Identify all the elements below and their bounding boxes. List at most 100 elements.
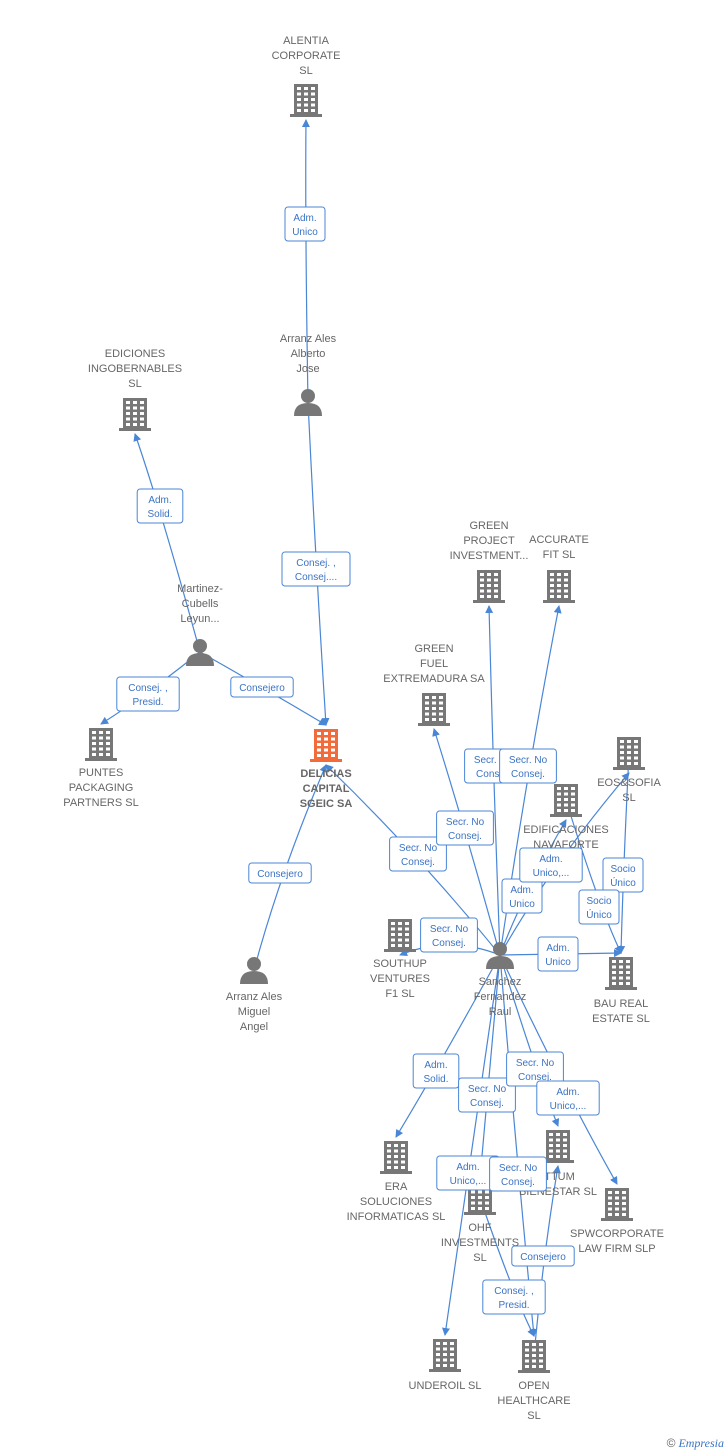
edge-label-box[interactable] [284, 206, 326, 242]
node-label: FUEL [420, 658, 448, 670]
node-label: PACKAGING [69, 782, 134, 794]
edge-label[interactable]: Consej. ,Presid. [116, 676, 180, 712]
edge-label-text: Consej.... [295, 572, 337, 583]
edge-label-text: Unico,... [533, 868, 570, 879]
edge-label-box[interactable] [436, 810, 494, 846]
edge-label[interactable]: Secr. No Consej. [489, 1156, 547, 1192]
node-green_project[interactable]: GREENPROJECTINVESTMENT... [450, 520, 529, 603]
edge-label-text: Adm. [293, 213, 316, 224]
edge-label-box[interactable] [420, 917, 478, 953]
node-label: DELICIAS [300, 768, 351, 780]
edge-label[interactable]: Adm.Solid. [136, 488, 184, 524]
edge-label-text: Adm. [556, 1087, 579, 1098]
node-label: SL [622, 792, 635, 804]
edge-label-text: Consej. , [494, 1286, 533, 1297]
edge-label-box[interactable] [506, 1051, 564, 1087]
copyright-symbol: © [666, 1436, 676, 1450]
edge-label-box[interactable] [499, 748, 557, 784]
node-label: ALENTIA [283, 35, 330, 47]
node-label: PUNTES [79, 767, 124, 779]
edge-label-box[interactable] [389, 836, 447, 872]
edge-label[interactable]: Adm.Unico,... [436, 1155, 500, 1191]
edge-label[interactable]: Consej. ,Consej.... [281, 551, 351, 587]
edge-label[interactable]: Consejero [248, 862, 312, 884]
edge-label-text: Consej. [511, 769, 545, 780]
node-underoil[interactable]: UNDEROIL SL [409, 1339, 482, 1392]
person-icon [186, 639, 214, 666]
edge-label-box[interactable] [489, 1156, 547, 1192]
edge-label-text: Solid. [147, 509, 172, 520]
node-label: VENTURES [370, 973, 430, 985]
person-icon [294, 389, 322, 416]
edge-label[interactable]: Adm.Solid. [412, 1053, 460, 1089]
edge-label[interactable]: Adm.Unico [284, 206, 326, 242]
node-label: Leyun... [180, 613, 219, 625]
node-label: Fernandez [474, 991, 527, 1003]
edge-label[interactable]: Consej. ,Presid. [482, 1279, 546, 1315]
edge-label[interactable]: Consejero [511, 1245, 575, 1267]
node-label: EXTREMADURA SA [383, 673, 485, 685]
node-label: ACCURATE [529, 534, 589, 546]
building-icon [380, 1141, 412, 1174]
node-label: INVESTMENT... [450, 550, 529, 562]
edge-label-box[interactable] [412, 1053, 460, 1089]
edge-label-box[interactable] [116, 676, 180, 712]
edge-label-box[interactable] [536, 1080, 600, 1116]
edge-label-box[interactable] [519, 847, 583, 883]
edge-label[interactable]: Adm.Unico [501, 878, 543, 914]
edge-label-box[interactable] [482, 1279, 546, 1315]
edge-label-text: Único [586, 908, 612, 921]
edge-label-box[interactable] [537, 936, 579, 972]
edge-label-box[interactable] [511, 1245, 575, 1267]
edge-label[interactable]: Adm. Unico,... [519, 847, 583, 883]
edge-label[interactable]: Adm.Unico [537, 936, 579, 972]
edge-label[interactable]: Consejero [230, 676, 294, 698]
edge-label-box[interactable] [458, 1077, 516, 1113]
building-icon [429, 1339, 461, 1372]
edge-label-box[interactable] [602, 857, 644, 893]
edge-label-text: Consej. [432, 938, 466, 949]
edge-label-box[interactable] [281, 551, 351, 587]
node-martinez[interactable]: Martinez-CubellsLeyun... [177, 583, 223, 666]
edge-label-box[interactable] [578, 889, 620, 925]
edge-label-text: Consej. [501, 1177, 535, 1188]
node-label: SPWCORPORATE [570, 1228, 664, 1240]
edge-label-text: Secr. No [446, 817, 485, 828]
edge-label-text: Adm. [539, 854, 562, 865]
edge-label-box[interactable] [248, 862, 312, 884]
node-label: SL [527, 1410, 540, 1422]
edge-label-text: Secr. No [499, 1163, 538, 1174]
node-label: EDICIONES [105, 348, 166, 360]
edge-label-box[interactable] [136, 488, 184, 524]
brand-footer[interactable]: © Empresia [667, 1436, 724, 1451]
building-icon [119, 398, 151, 431]
edge-label[interactable]: Adm.Unico,... [536, 1080, 600, 1116]
edge-label-box[interactable] [230, 676, 294, 698]
